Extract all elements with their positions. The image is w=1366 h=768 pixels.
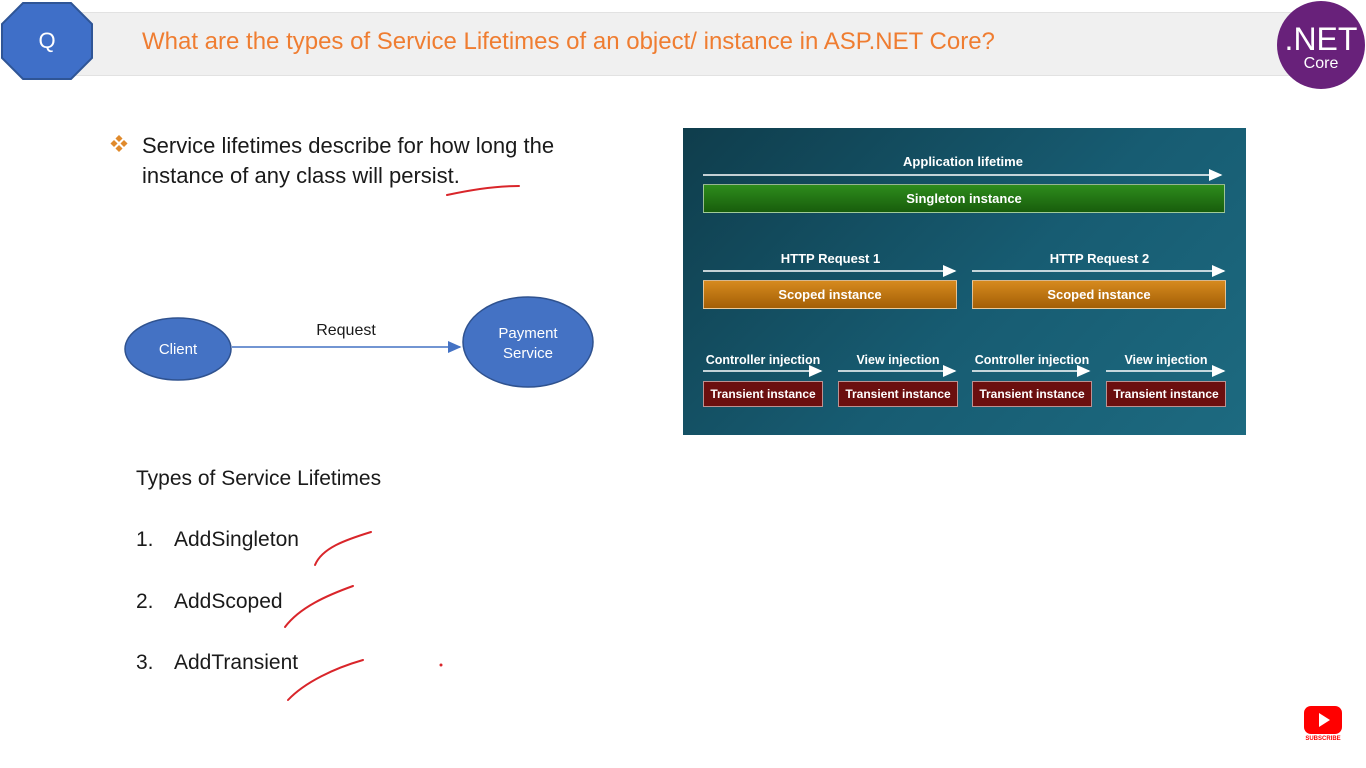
list-label: AddTransient — [174, 651, 299, 674]
view-injection-label: View injection — [1124, 353, 1208, 367]
client-label: Client — [159, 341, 198, 358]
lifetime-arrows — [703, 169, 1226, 377]
bullet-text: Service lifetimes describe for how long … — [142, 133, 555, 188]
pen-dot — [439, 663, 443, 667]
transient-instance-bar: Transient instance — [703, 381, 823, 407]
question-badge-letter: Q — [38, 28, 56, 53]
controller-injection-label: Controller injection — [974, 353, 1090, 367]
request-label: Request — [316, 322, 376, 339]
transient-instance-bar: Transient instance — [1106, 381, 1226, 407]
payment-service-label-line1: Payment — [498, 325, 558, 342]
title-bar — [60, 12, 1300, 76]
list-label: AddScoped — [174, 590, 283, 613]
logo-text-core: Core — [1303, 55, 1339, 72]
transient-instance-bar: Transient instance — [838, 381, 958, 407]
view-injection-label: View injection — [856, 353, 940, 367]
list-label: AddSingleton — [174, 528, 299, 551]
application-lifetime-label: Application lifetime — [903, 154, 1023, 169]
logo-text-net: .NET — [1284, 21, 1358, 57]
list-item: 3. AddTransient — [136, 651, 298, 675]
dotnet-core-logo: .NET Core — [1277, 1, 1365, 89]
payment-service-ellipse — [462, 296, 594, 388]
request-diagram: Client Request Payment Service — [124, 296, 594, 388]
slide-title: What are the types of Service Lifetimes … — [142, 28, 995, 55]
http-request-1-label: HTTP Request 1 — [780, 251, 881, 266]
http-request-2-label: HTTP Request 2 — [1049, 251, 1150, 266]
scoped-instance-bar: Scoped instance — [703, 280, 957, 309]
question-badge — [1, 2, 93, 80]
payment-service-label-line2: Service — [503, 345, 553, 362]
subscribe-label: SUBSCRIBE — [1305, 736, 1341, 742]
transient-instance-bar: Transient instance — [972, 381, 1092, 407]
list-item: 2. AddScoped — [136, 590, 283, 614]
controller-injection-label: Controller injection — [705, 353, 821, 367]
youtube-play-icon — [1319, 713, 1330, 727]
checkmark-stroke — [314, 531, 372, 566]
checkmark-stroke — [287, 659, 364, 701]
singleton-instance-bar: Singleton instance — [703, 184, 1225, 213]
lifetime-diagram-panel: Application lifetime Singleton instance … — [683, 128, 1246, 435]
list-number: 1. — [136, 528, 154, 551]
list-item: 1. AddSingleton — [136, 528, 299, 552]
client-ellipse — [124, 317, 232, 381]
list-number: 2. — [136, 590, 154, 613]
checkmark-stroke — [284, 585, 354, 628]
list-number: 3. — [136, 651, 154, 674]
types-heading: Types of Service Lifetimes — [136, 467, 382, 490]
subscribe-button[interactable] — [1304, 706, 1342, 734]
diamond-bullet-icon — [110, 135, 128, 153]
scoped-instance-bar: Scoped instance — [972, 280, 1226, 309]
